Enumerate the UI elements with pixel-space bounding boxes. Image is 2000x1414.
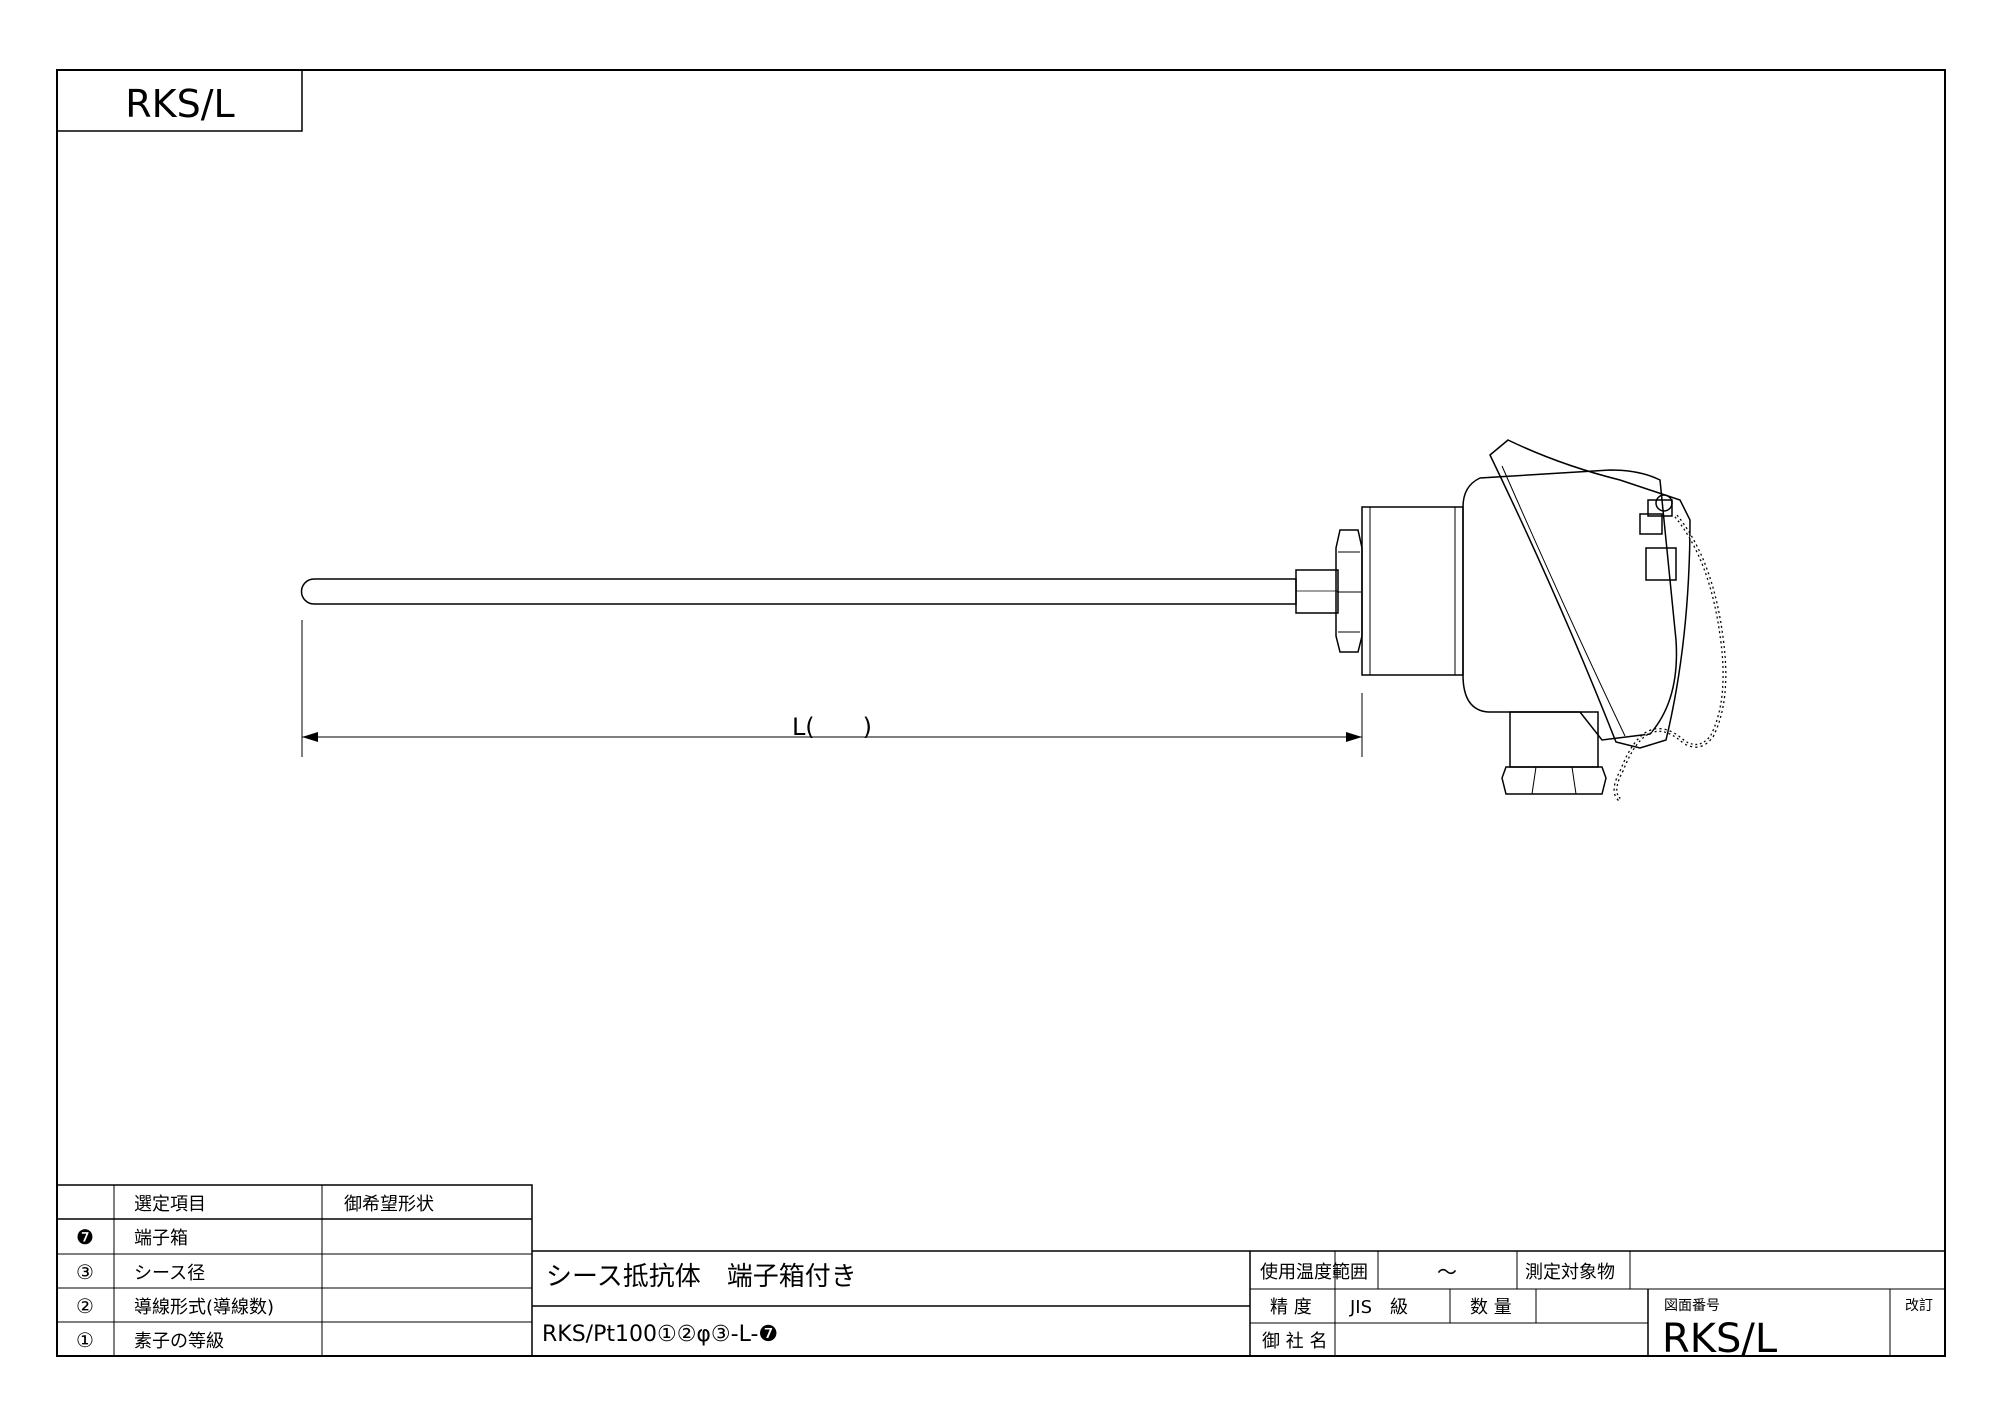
- target-label: 測定対象物: [1525, 1262, 1615, 1283]
- title-badge-text: RKS/L: [125, 82, 234, 126]
- revision-label: 改訂: [1905, 1298, 1933, 1314]
- table-row-marker: ③: [76, 1260, 94, 1284]
- temp-range-value: ～: [1437, 1260, 1457, 1284]
- accuracy-value: JIS 級: [1349, 1297, 1408, 1318]
- dimension-L: L( ): [301, 620, 1363, 757]
- selection-table: [57, 1184, 533, 1356]
- table-row-marker: ❼: [76, 1225, 94, 1249]
- table-row-item: 素子の等級: [134, 1331, 224, 1352]
- neck-coupling: [1361, 506, 1464, 676]
- model-code: RKS/Pt100①②φ③-L-❼: [542, 1322, 778, 1347]
- table-row-item: シース径: [134, 1263, 205, 1284]
- drawing-no-label: 図面番号: [1664, 1298, 1720, 1314]
- dimension-label: L( ): [792, 713, 872, 741]
- hex-nut-fitting: [1335, 529, 1363, 653]
- drawing-border: [56, 69, 1946, 1357]
- table-row-item: 端子箱: [134, 1228, 188, 1249]
- table-row-marker: ②: [76, 1294, 94, 1318]
- table-row-marker: ①: [76, 1328, 94, 1352]
- title-block: [532, 1250, 1945, 1356]
- title-badge: RKS/L: [57, 70, 303, 132]
- table-row-item: 導線形式(導線数): [134, 1297, 274, 1318]
- table-header-value: 御希望形状: [344, 1194, 434, 1215]
- quantity-label: 数 量: [1470, 1297, 1512, 1318]
- sheath-probe: [300, 569, 1339, 614]
- product-name: シース抵抗体 端子箱付き: [546, 1262, 857, 1292]
- customer-label: 御 社 名: [1262, 1331, 1327, 1352]
- temp-range-label: 使用温度範囲: [1260, 1262, 1368, 1283]
- drawing-no: RKS/L: [1662, 1316, 1778, 1362]
- cover-chain: [1613, 514, 1727, 802]
- accuracy-label: 精 度: [1270, 1297, 1312, 1318]
- terminal-head: [1462, 439, 1691, 795]
- table-header-item: 選定項目: [134, 1194, 206, 1215]
